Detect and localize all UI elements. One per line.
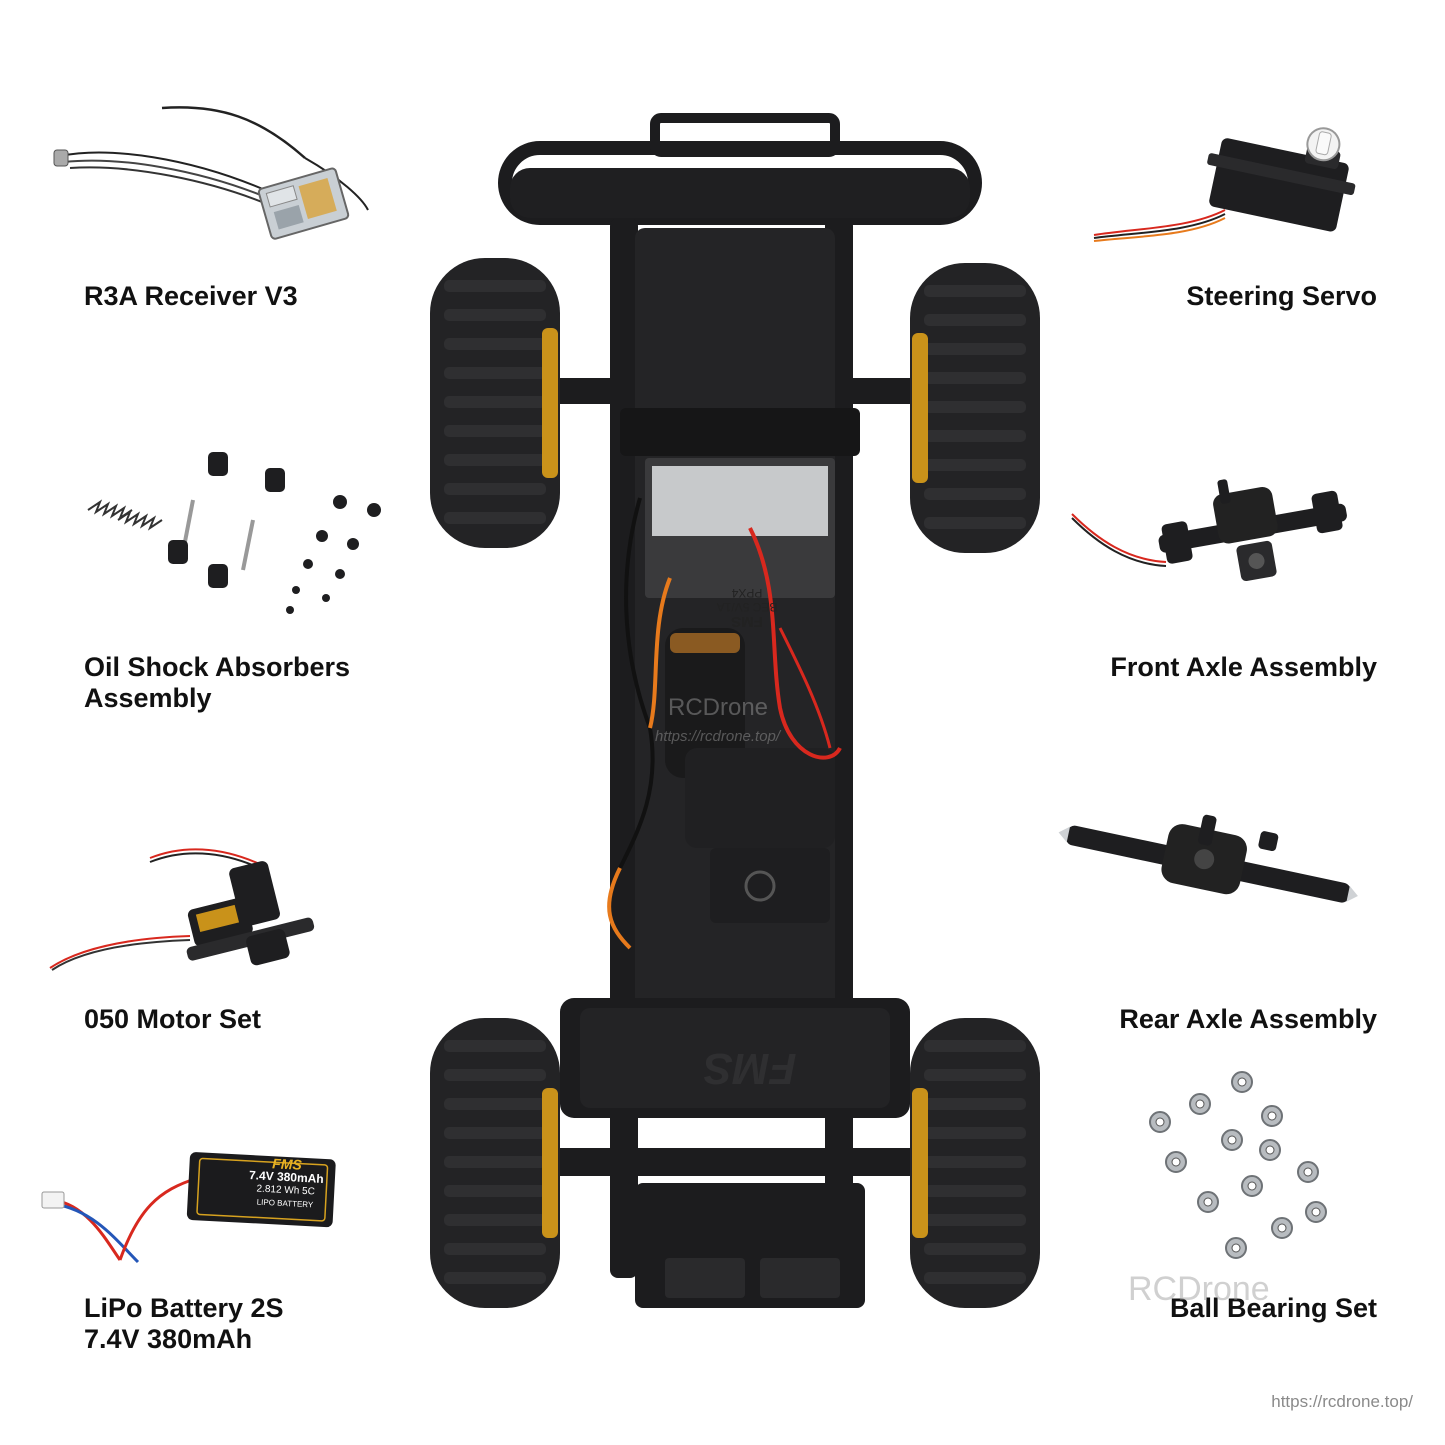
esc-board-bec: BEC 5V/1A [716, 600, 778, 614]
tire-tread [924, 1243, 1026, 1255]
shocks-label: Oil Shock Absorbers Assembly [84, 652, 350, 714]
bearing-bore [1203, 1197, 1213, 1207]
tire-tread [444, 309, 546, 321]
bearings-label-text: Ball Bearing Set [1169, 1293, 1377, 1323]
bearing-bore [1247, 1181, 1257, 1191]
tire-tread [924, 1272, 1026, 1284]
bearing-bore [1277, 1223, 1287, 1233]
bearing-bore [1303, 1167, 1313, 1177]
bearing-bore [1267, 1111, 1277, 1121]
rim [542, 328, 558, 478]
bearing-bore [1171, 1157, 1181, 1167]
chassis-image: FMS BEC 5V/1A PPX4 FMS [420, 108, 1060, 1348]
rear-axle-label: Rear Axle Assembly [1119, 1004, 1377, 1035]
bearing-bore [1265, 1145, 1275, 1155]
battery-label-line1: LiPo Battery 2S [84, 1293, 284, 1323]
center-watermark-url: https://rcdrone.top/ [655, 728, 781, 745]
tire-tread [444, 338, 546, 350]
bearing-bore [1311, 1207, 1321, 1217]
lipo-battery-image: FMS 7.4V 380mAh 2.812 Wh 5C LIPO BATTERY [38, 1150, 338, 1265]
motor-label: 050 Motor Set [84, 1004, 261, 1035]
battery-label: LiPo Battery 2S 7.4V 380mAh [84, 1293, 284, 1355]
bearings-label: Ball Bearing Set [1170, 1293, 1377, 1324]
tire-tread [924, 1098, 1026, 1110]
tire-tread [444, 367, 546, 379]
bearing-bore [1237, 1077, 1247, 1087]
receiver-image [50, 98, 370, 248]
tire-tread [924, 488, 1026, 500]
battery-label-line2: 7.4V 380mAh [84, 1324, 253, 1354]
rim [542, 1088, 558, 1238]
tire-tread [924, 1040, 1026, 1052]
ball-bearings-image [1140, 1068, 1350, 1268]
bearing-set [1149, 1071, 1327, 1259]
tire-tread [444, 1098, 546, 1110]
battery-svg [41, 1152, 336, 1264]
receiver-label-text: R3A Receiver V3 [84, 281, 298, 311]
tire-tread [444, 1272, 546, 1284]
rim [912, 333, 928, 483]
tire-tread [924, 1127, 1026, 1139]
corner-url: https://rcdrone.top/ [1271, 1392, 1413, 1411]
tire-tread [924, 459, 1026, 471]
tire-tread [924, 1069, 1026, 1081]
bottom-watermark-brand: RCDrone [1128, 1270, 1270, 1308]
tire-tread [924, 517, 1026, 529]
servo-label: Steering Servo [1186, 281, 1377, 312]
tire-tread [444, 483, 546, 495]
tire-tread [444, 425, 546, 437]
tire-tread [444, 1069, 546, 1081]
bearing-bore [1231, 1243, 1241, 1253]
bearing-bore [1195, 1099, 1205, 1109]
center-watermark-brand: RCDrone [668, 694, 769, 721]
tire-tread [924, 401, 1026, 413]
rim [912, 1088, 928, 1238]
tire-tread [444, 1156, 546, 1168]
steering-servo-image [1090, 110, 1370, 255]
tire-tread [444, 396, 546, 408]
tire-tread [444, 512, 546, 524]
tire-tread [924, 372, 1026, 384]
motor-label-text: 050 Motor Set [84, 1004, 262, 1034]
tire-tread [924, 1214, 1026, 1226]
battery-print: FMS 7.4V 380mAh 2.812 Wh 5C LIPO BATTERY [225, 1155, 348, 1213]
rear-axle-label-text: Rear Axle Assembly [1119, 1004, 1377, 1034]
tire-tread [444, 1243, 546, 1255]
tire-tread [444, 280, 546, 292]
tire-tread [924, 430, 1026, 442]
tire-tread [444, 1214, 546, 1226]
rear-axle-image [1052, 810, 1362, 930]
esc-board-print: FMS BEC 5V/1A PPX4 [682, 586, 812, 630]
shock-absorbers-image [78, 440, 398, 620]
front-axle-label: Front Axle Assembly [1110, 652, 1377, 683]
bearing-bore [1155, 1117, 1165, 1127]
tire-tread [924, 1185, 1026, 1197]
shocks-label-line1: Oil Shock Absorbers [84, 652, 351, 682]
bearing-bore [1227, 1135, 1237, 1145]
front-axle-image [1068, 470, 1368, 590]
tire-tread [444, 1185, 546, 1197]
front-axle-label-text: Front Axle Assembly [1110, 652, 1377, 682]
tire-tread [924, 343, 1026, 355]
tire-tread [444, 1127, 546, 1139]
tire-tread [924, 285, 1026, 297]
receiver-label: R3A Receiver V3 [84, 281, 298, 312]
motor-set-image [40, 838, 330, 973]
servo-label-text: Steering Servo [1186, 281, 1377, 311]
tire-tread [924, 1156, 1026, 1168]
tire-tread [924, 314, 1026, 326]
tire-tread [444, 454, 546, 466]
tire-tread [444, 1040, 546, 1052]
shocks-label-line2: Assembly [84, 683, 212, 713]
esc-board-model: PPX4 [731, 586, 763, 600]
esc-board-brand: FMS [731, 613, 763, 630]
chassis-logo: FMS [703, 1044, 797, 1093]
